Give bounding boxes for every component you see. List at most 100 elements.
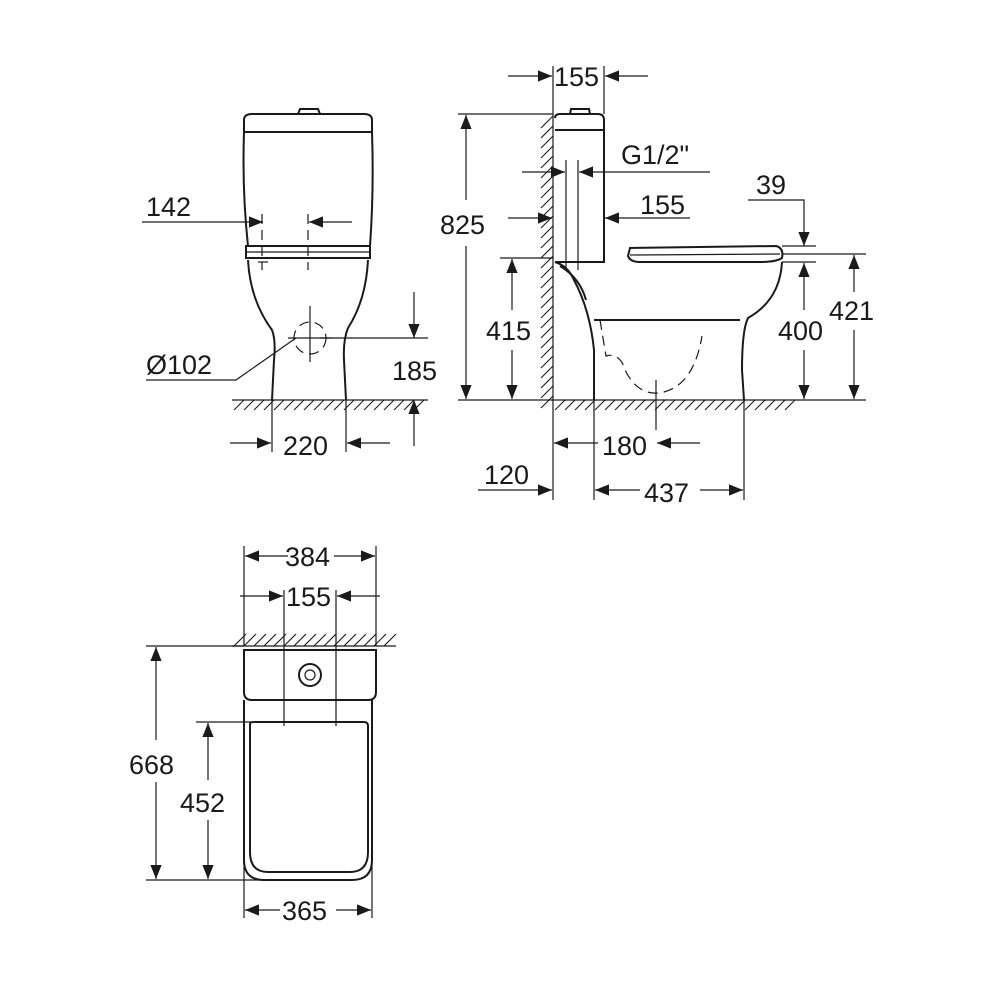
hatch-stroke	[540, 145, 554, 159]
hatch-stroke	[774, 399, 786, 411]
dim-415-label: 415	[486, 316, 531, 346]
hatch-stroke	[734, 399, 746, 411]
dim-155-mid-label: 155	[640, 190, 685, 220]
dim-180-label: 180	[602, 431, 647, 461]
hatch-stroke	[343, 633, 357, 647]
hatch-stroke	[654, 399, 666, 411]
dim-39-leader	[748, 199, 810, 246]
dim-452-label: 452	[180, 788, 225, 818]
dim-155-top-label: 155	[554, 62, 599, 92]
hatch-stroke	[403, 399, 415, 411]
front-floor-hatch	[233, 399, 425, 411]
hatch-stroke	[413, 399, 425, 411]
side-trap-curve	[559, 265, 587, 301]
front-bowl-outline	[247, 259, 369, 401]
dim-155-top-label: 155	[286, 582, 331, 612]
hatch-stroke	[353, 633, 367, 647]
hatch-stroke	[540, 385, 554, 399]
hatch-stroke	[293, 399, 305, 411]
dim-365-label: 365	[282, 896, 327, 926]
side-trapway	[599, 319, 703, 394]
hatch-stroke	[540, 315, 554, 329]
hatch-stroke	[540, 295, 554, 309]
hatch-stroke	[233, 399, 245, 411]
hatch-stroke	[540, 125, 554, 139]
hatch-stroke	[540, 115, 554, 129]
hatch-stroke	[353, 399, 365, 411]
hatch-stroke	[584, 399, 596, 411]
hatch-stroke	[303, 399, 315, 411]
hatch-stroke	[540, 205, 554, 219]
hatch-stroke	[540, 355, 554, 369]
front-seat	[245, 245, 371, 259]
hatch-stroke	[293, 633, 307, 647]
hatch-stroke	[540, 155, 554, 169]
side-floor-hatch	[554, 399, 796, 411]
side-seat	[626, 244, 784, 263]
hatch-stroke	[554, 399, 566, 411]
hatch-stroke	[393, 399, 405, 411]
hatch-stroke	[684, 399, 696, 411]
hatch-stroke	[724, 399, 736, 411]
hatch-stroke	[540, 375, 554, 389]
dim-437-label: 437	[644, 478, 689, 508]
side-flush-button-icon	[569, 108, 591, 115]
top-flush-button-icon	[298, 663, 322, 687]
dim-400-label: 400	[778, 316, 823, 346]
top-seat-outline	[249, 721, 369, 873]
front-view: 142 Ø102 185 220	[142, 108, 437, 461]
hatch-stroke	[754, 399, 766, 411]
hatch-stroke	[784, 399, 796, 411]
hatch-stroke	[540, 265, 554, 279]
hatch-stroke	[540, 395, 554, 409]
hatch-stroke	[333, 399, 345, 411]
hatch-stroke	[644, 399, 656, 411]
hatch-stroke	[283, 633, 297, 647]
hatch-stroke	[694, 399, 706, 411]
dim-d102-label: Ø102	[146, 350, 212, 380]
dim-220-label: 220	[283, 431, 328, 461]
hatch-stroke	[373, 399, 385, 411]
hatch-stroke	[243, 399, 255, 411]
hatch-stroke	[624, 399, 636, 411]
hatch-stroke	[323, 633, 337, 647]
hatch-stroke	[383, 633, 397, 647]
hatch-stroke	[363, 633, 377, 647]
dim-39-label: 39	[756, 170, 786, 200]
hatch-stroke	[564, 399, 576, 411]
hatch-stroke	[263, 633, 277, 647]
hatch-stroke	[303, 633, 317, 647]
hatch-stroke	[313, 633, 327, 647]
top-bowl-outline	[243, 700, 373, 881]
hatch-stroke	[614, 399, 626, 411]
hatch-stroke	[540, 345, 554, 359]
dim-825-label: 825	[440, 210, 485, 240]
top-flush-button-inner	[304, 669, 316, 681]
hatch-stroke	[540, 305, 554, 319]
hatch-stroke	[764, 399, 776, 411]
side-cistern-outline	[554, 113, 605, 263]
hatch-stroke	[540, 225, 554, 239]
dim-g12-label: G1/2"	[621, 140, 689, 170]
hatch-stroke	[363, 399, 375, 411]
hatch-stroke	[540, 365, 554, 379]
hatch-stroke	[253, 633, 267, 647]
dim-185-label: 185	[392, 356, 437, 386]
hatch-stroke	[714, 399, 726, 411]
dim-142-label: 142	[146, 192, 191, 222]
hatch-stroke	[540, 245, 554, 259]
side-wall-hatch	[540, 115, 554, 409]
hatch-stroke	[574, 399, 586, 411]
hatch-stroke	[283, 399, 295, 411]
dim-384-label: 384	[285, 542, 330, 572]
hatch-stroke	[540, 135, 554, 149]
hatch-stroke	[323, 399, 335, 411]
hatch-stroke	[273, 399, 285, 411]
dim-120-label: 120	[484, 460, 529, 490]
front-cistern-outline	[242, 113, 374, 247]
top-wall-hatch	[233, 633, 397, 647]
hatch-stroke	[540, 275, 554, 289]
top-view: 384 155 668 452 365	[129, 542, 397, 926]
dim-d102-leader	[146, 337, 297, 381]
